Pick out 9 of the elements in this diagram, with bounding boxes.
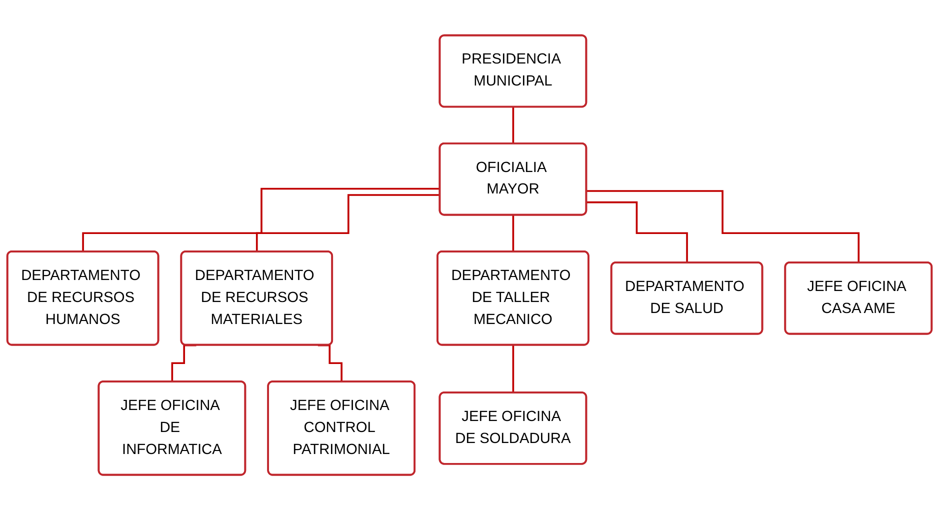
connector: [318, 344, 343, 383]
connector: [82, 188, 440, 253]
connector: [256, 194, 440, 253]
connector: [512, 106, 514, 145]
connector: [171, 344, 196, 383]
connector: [512, 344, 514, 394]
connector: [512, 214, 514, 253]
connector: [586, 190, 860, 264]
connector: [586, 201, 688, 264]
